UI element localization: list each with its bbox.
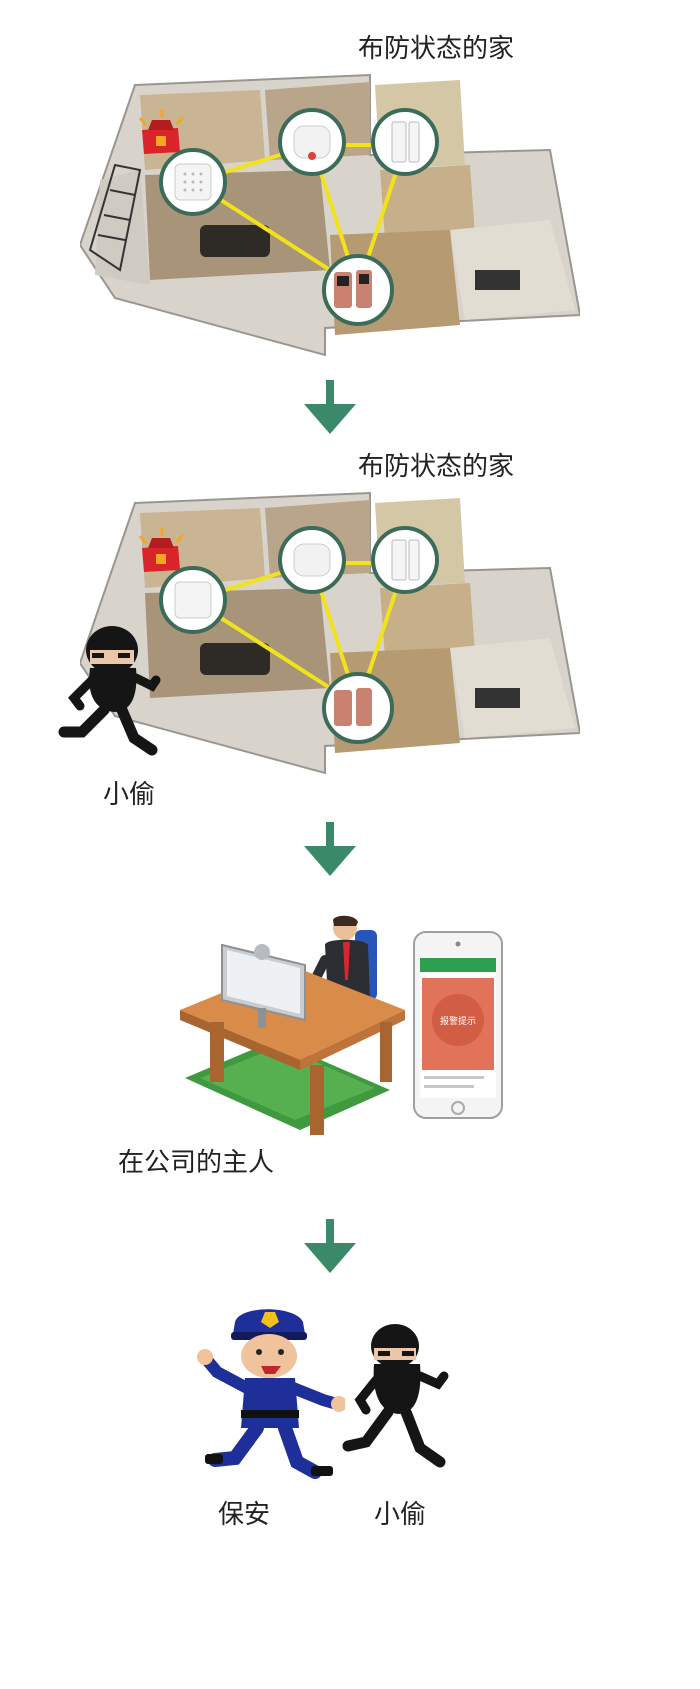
owner-label: 在公司的主人 xyxy=(118,1148,275,1178)
smart-lock-icon xyxy=(322,672,394,744)
floorplan-armed-2 xyxy=(80,491,580,775)
thief-figure xyxy=(58,626,161,756)
door-sensor-icon xyxy=(371,526,439,594)
smart-camera-icon xyxy=(278,526,346,594)
alert-text: 报警提示 xyxy=(440,1015,476,1027)
office-desk-illustration xyxy=(180,915,405,1135)
down-arrow-icon xyxy=(304,1219,356,1273)
thief-label: 小偷 xyxy=(103,780,156,810)
floorplan-armed-1 xyxy=(80,73,580,357)
guard-label: 保安 xyxy=(218,1500,271,1530)
down-arrow-icon xyxy=(304,380,356,434)
section1-title: 布防状态的家 xyxy=(358,34,515,64)
thief-figure-running xyxy=(342,1324,449,1468)
alarm-siren-icon xyxy=(138,528,185,572)
smartphone-alert: 报警提示 xyxy=(413,931,503,1119)
security-guard-figure xyxy=(197,1309,345,1479)
door-sensor-icon xyxy=(371,108,439,176)
thief-label-bottom: 小偷 xyxy=(374,1500,427,1530)
section2-title: 布防状态的家 xyxy=(358,452,515,482)
down-arrow-icon xyxy=(304,822,356,876)
smart-lock-icon xyxy=(322,254,394,326)
smart-hub-icon xyxy=(159,148,227,216)
smart-camera-icon xyxy=(278,108,346,176)
smart-hub-icon xyxy=(159,566,227,634)
alarm-siren-icon xyxy=(138,110,185,154)
